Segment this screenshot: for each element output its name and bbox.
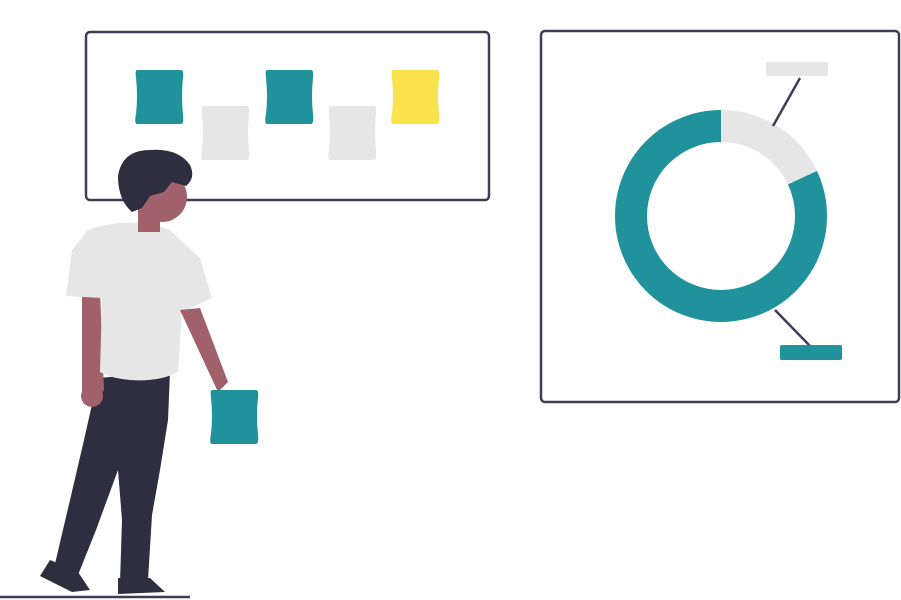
right-shoe [118,578,165,594]
left-hand [81,385,103,407]
sticky-note-icon [265,70,314,124]
sticky-note-icon [201,106,250,160]
hair [118,149,193,212]
left-shoe [40,560,90,592]
label-bar-top [766,62,828,76]
sticky-note-icon [391,70,440,124]
donut-chart-board [539,29,901,404]
donut-chart [615,110,827,322]
shirt [66,222,212,381]
kanban-board [84,30,491,202]
donut-segment-1 [615,110,827,322]
pants [54,372,170,582]
donut-board-frame [539,29,901,404]
leader-line-top [771,77,802,127]
sticky-note-icon [328,106,377,160]
right-arm [180,308,228,392]
sticky-note-icon [210,390,259,444]
leader-line-bottom [774,309,811,347]
person [40,149,259,594]
label-bar-bottom [780,345,842,360]
sticky-note-icon [135,70,184,124]
left-arm [82,290,104,404]
